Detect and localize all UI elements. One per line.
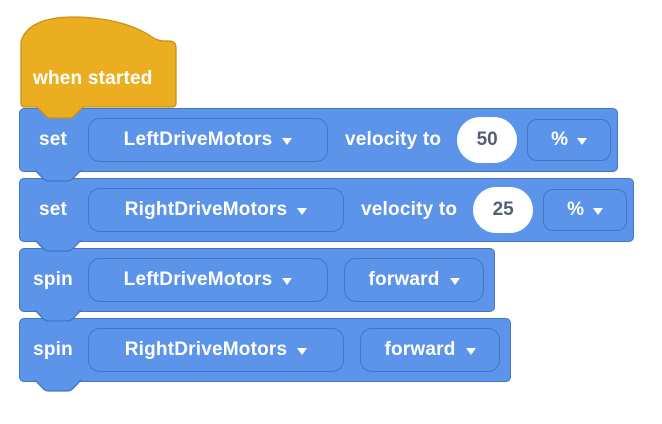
dropdown-arrow-icon xyxy=(449,277,460,285)
unit-dropdown-value: % xyxy=(551,129,569,150)
set-velocity-block-right[interactable]: set RightDriveMotors velocity to 25 % xyxy=(19,178,634,252)
velocity-value: 50 xyxy=(476,129,498,150)
when-started-hat-block[interactable]: when started xyxy=(20,16,177,120)
velocity-to-label: velocity to xyxy=(345,129,442,150)
dropdown-arrow-icon xyxy=(297,347,308,355)
unit-dropdown[interactable]: % xyxy=(543,189,628,231)
motor-dropdown[interactable]: LeftDriveMotors xyxy=(88,258,328,302)
block-opcode-label: spin xyxy=(33,339,73,360)
velocity-value-input[interactable]: 25 xyxy=(473,187,534,233)
velocity-to-label: velocity to xyxy=(361,199,458,220)
block-connector-tab xyxy=(34,379,82,392)
direction-dropdown[interactable]: forward xyxy=(360,328,500,372)
dropdown-arrow-icon xyxy=(282,137,293,145)
direction-dropdown-value: forward xyxy=(368,269,440,290)
hat-block-label: when started xyxy=(33,68,153,89)
motor-dropdown-value: RightDriveMotors xyxy=(124,339,288,360)
unit-dropdown-value: % xyxy=(567,199,585,220)
hat-block-shape xyxy=(20,16,177,119)
dropdown-arrow-icon xyxy=(577,137,588,145)
motor-dropdown-value: RightDriveMotors xyxy=(124,199,288,220)
block-opcode-label: set xyxy=(38,129,68,150)
unit-dropdown[interactable]: % xyxy=(527,119,612,161)
block-opcode-label: spin xyxy=(33,269,73,290)
dropdown-arrow-icon xyxy=(465,347,476,355)
dropdown-arrow-icon xyxy=(593,207,604,215)
motor-dropdown[interactable]: LeftDriveMotors xyxy=(88,118,328,162)
direction-dropdown[interactable]: forward xyxy=(344,258,484,302)
motor-dropdown-value: LeftDriveMotors xyxy=(123,129,273,150)
velocity-value-input[interactable]: 50 xyxy=(457,117,518,163)
block-opcode-label: set xyxy=(38,199,68,220)
dropdown-arrow-icon xyxy=(282,277,293,285)
velocity-value: 25 xyxy=(492,199,514,220)
motor-dropdown[interactable]: RightDriveMotors xyxy=(88,188,344,232)
dropdown-arrow-icon xyxy=(297,207,308,215)
spin-block-left[interactable]: spin LeftDriveMotors forward xyxy=(19,248,495,322)
spin-block-right[interactable]: spin RightDriveMotors forward xyxy=(19,318,511,392)
motor-dropdown-value: LeftDriveMotors xyxy=(123,269,273,290)
motor-dropdown[interactable]: RightDriveMotors xyxy=(88,328,344,372)
direction-dropdown-value: forward xyxy=(384,339,456,360)
